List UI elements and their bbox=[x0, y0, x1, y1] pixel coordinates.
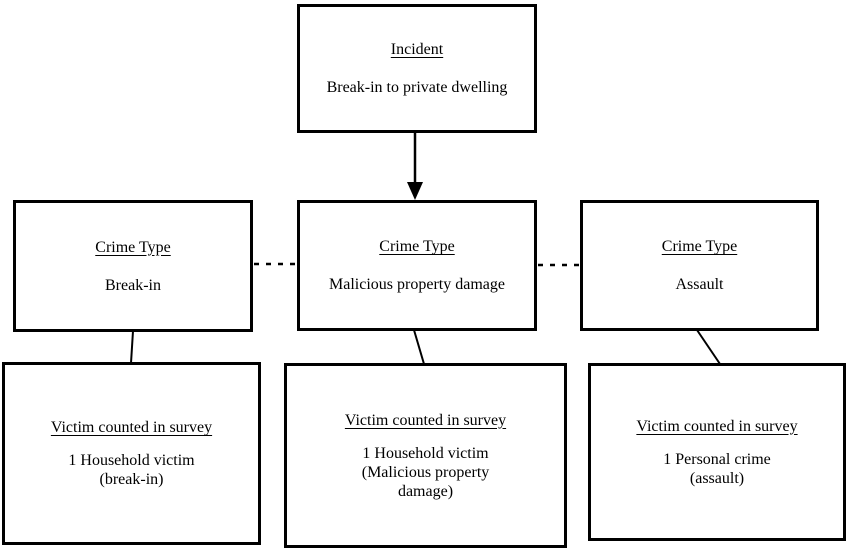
crimetype-body: Malicious property damage bbox=[329, 276, 505, 293]
victim-body-line: (Malicious property bbox=[361, 463, 490, 481]
victim-body-line: 1 Personal crime bbox=[663, 450, 771, 468]
victim-heading: Victim counted in survey bbox=[344, 411, 507, 429]
victim-box-breakin: Victim counted in survey 1 Household vic… bbox=[2, 362, 261, 545]
crimetype-heading: Crime Type bbox=[661, 238, 738, 255]
breakin-to-victim-line bbox=[130, 330, 134, 364]
damage-to-victim-line bbox=[413, 329, 425, 365]
crimetype-heading: Crime Type bbox=[95, 238, 171, 256]
crimetype-body: Break-in bbox=[105, 276, 161, 294]
victim-body-line: (assault) bbox=[689, 469, 745, 487]
victim-heading: Victim counted in survey bbox=[636, 417, 798, 435]
crimetype-box-property-damage: Crime Type Malicious property damage bbox=[297, 200, 537, 331]
incident-box: Incident Break-in to private dwelling bbox=[297, 4, 537, 133]
crimetype-box-assault: Crime Type Assault bbox=[580, 200, 819, 331]
assault-to-victim-line bbox=[696, 329, 721, 365]
crimetype-heading: Crime Type bbox=[379, 238, 455, 255]
crimetype-box-breakin: Crime Type Break-in bbox=[13, 200, 253, 332]
victim-box-assault: Victim counted in survey 1 Personal crim… bbox=[588, 363, 846, 541]
victim-body-line: 1 Household victim bbox=[68, 452, 195, 469]
victim-body-line: damage) bbox=[397, 482, 454, 500]
victim-heading: Victim counted in survey bbox=[50, 419, 213, 436]
arrowhead-down-icon bbox=[407, 182, 423, 200]
victim-box-property-damage: Victim counted in survey 1 Household vic… bbox=[284, 363, 567, 548]
victim-body-line: (break-in) bbox=[99, 471, 164, 488]
incident-heading: Incident bbox=[390, 41, 444, 58]
incident-body: Break-in to private dwelling bbox=[326, 79, 508, 96]
crimetype-body: Assault bbox=[675, 276, 724, 293]
victim-body-line: 1 Household victim bbox=[362, 444, 489, 462]
